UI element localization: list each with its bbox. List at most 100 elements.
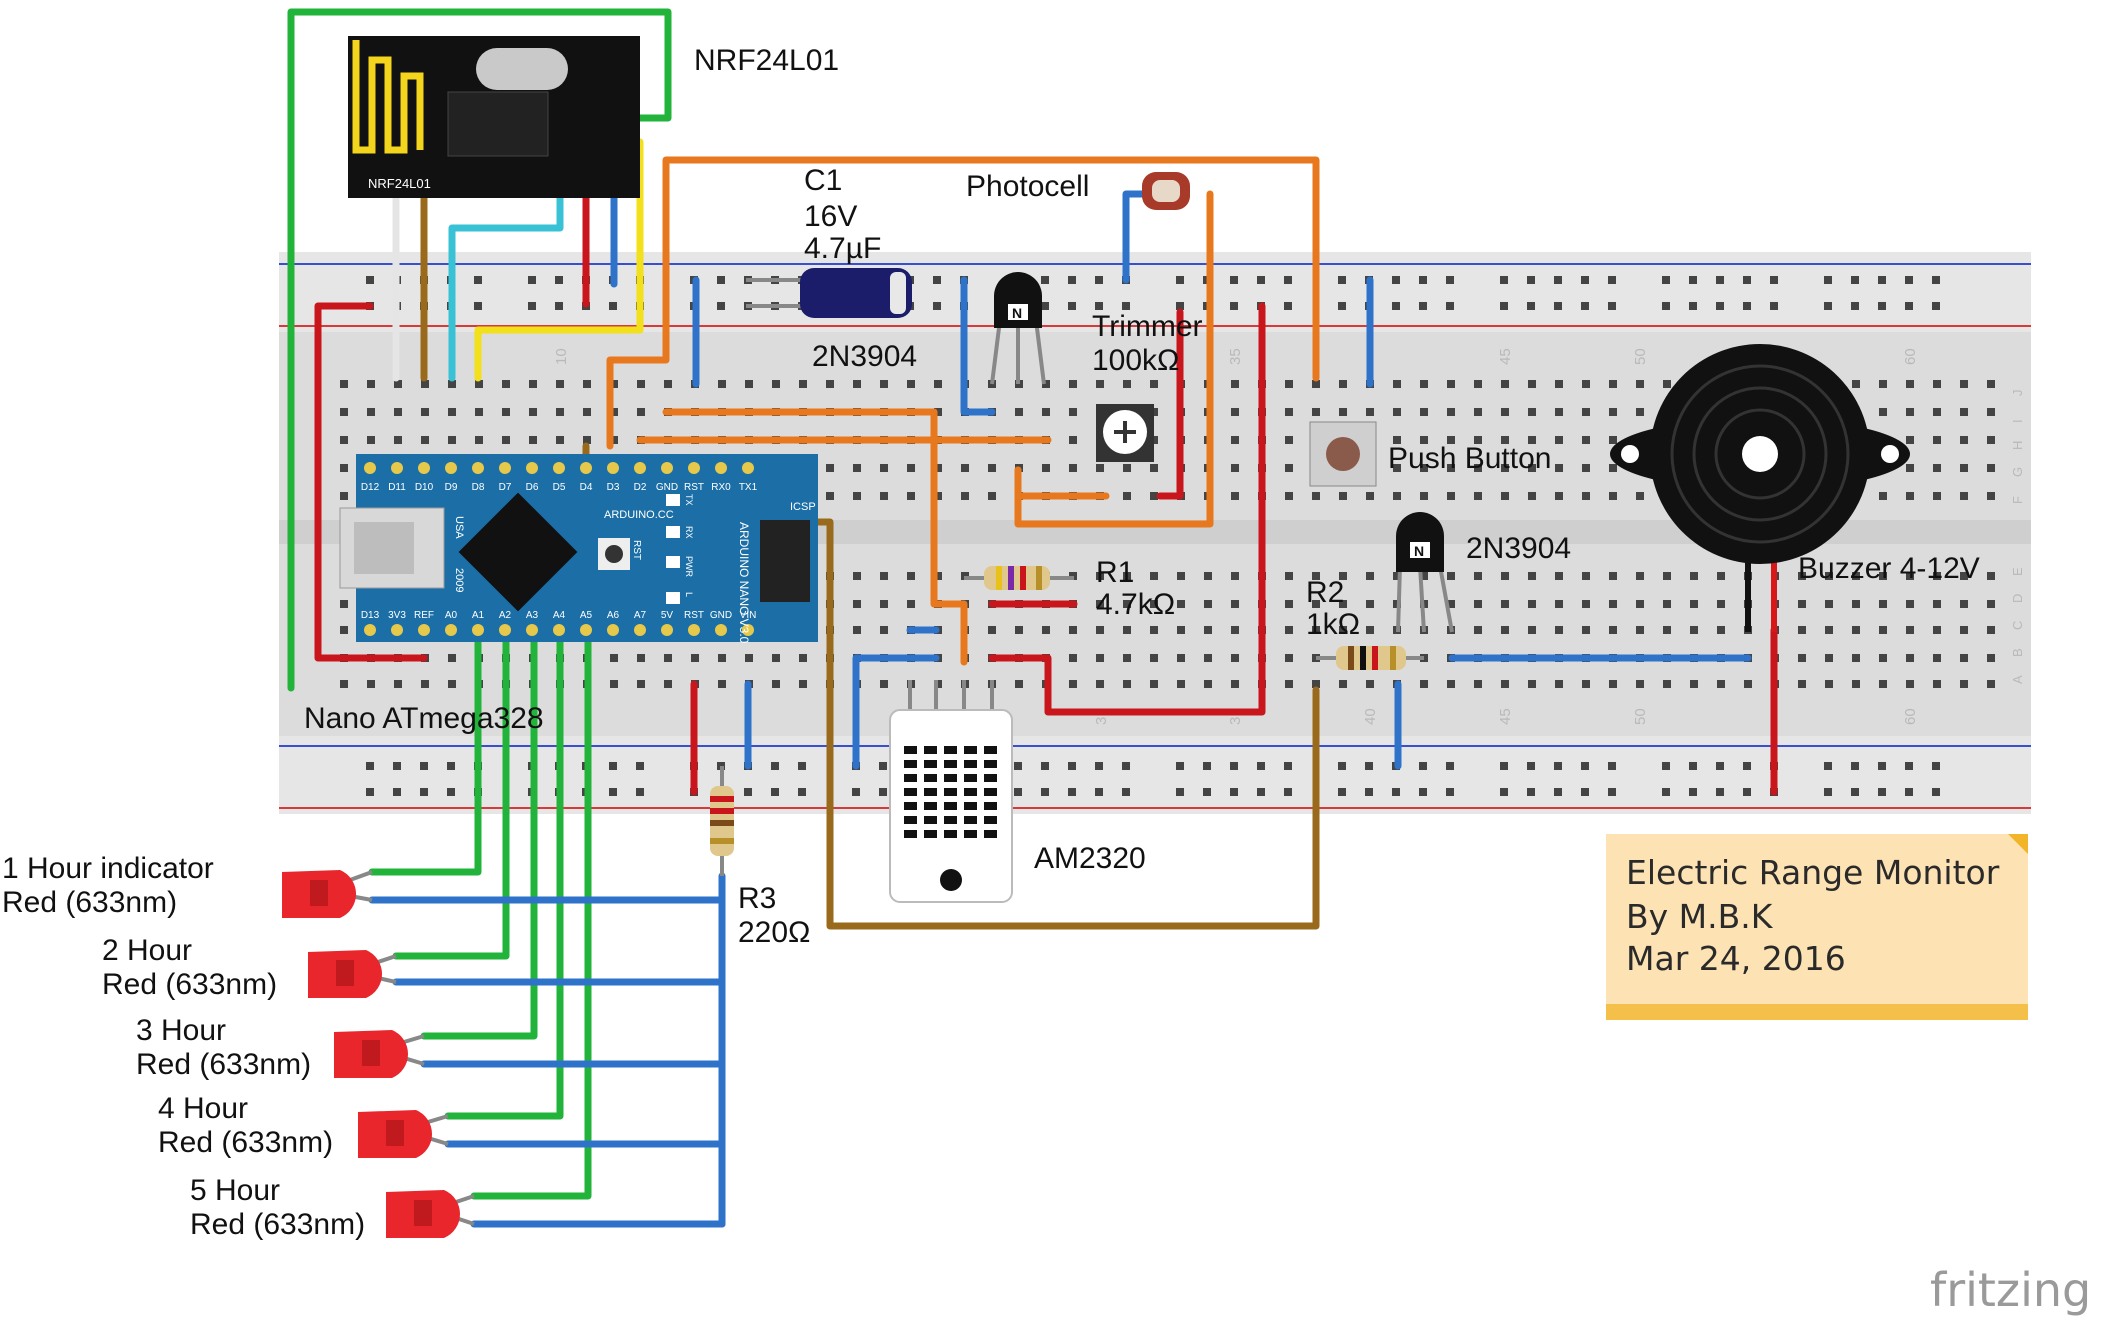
hole [1393, 464, 1401, 472]
hole [934, 380, 942, 388]
hole [1069, 464, 1077, 472]
hole [1419, 276, 1427, 284]
pin-label: GND [656, 482, 678, 493]
fritzing-logo: fritzing [1930, 1263, 2091, 1317]
nrf-chip [447, 91, 549, 157]
photocell-label: Photocell [966, 170, 1089, 203]
hole [1285, 680, 1293, 688]
hole [1501, 572, 1509, 580]
hole [1879, 654, 1887, 662]
hole [1528, 408, 1536, 416]
grille-slot [944, 830, 957, 838]
note-paper [1606, 834, 2028, 1020]
hole [933, 276, 941, 284]
hole [1933, 680, 1941, 688]
hole [1041, 276, 1049, 284]
hole [1231, 654, 1239, 662]
hole [1312, 408, 1320, 416]
hole [1636, 408, 1644, 416]
hole [1933, 600, 1941, 608]
pin-label: A7 [634, 610, 647, 621]
hole [1420, 572, 1428, 580]
hole [1474, 572, 1482, 580]
hole [1338, 788, 1346, 796]
pin-label: A0 [445, 610, 458, 621]
hole [394, 680, 402, 688]
hole [1662, 788, 1670, 796]
transistor-logo [1008, 304, 1028, 320]
hole [1933, 464, 1941, 472]
hole [1852, 380, 1860, 388]
hole [1042, 408, 1050, 416]
hole [1689, 788, 1697, 796]
hole [610, 408, 618, 416]
hole [448, 408, 456, 416]
col-number: 60 [1902, 348, 1919, 365]
pin-hole [688, 462, 700, 474]
hole [1528, 572, 1536, 580]
hole [366, 762, 374, 770]
hole [366, 276, 374, 284]
nano-pin-holes [364, 462, 754, 636]
push-button [1309, 421, 1377, 487]
hole [1554, 302, 1562, 310]
pin-label: D3 [607, 482, 620, 493]
hole [1960, 572, 1968, 580]
hole [421, 380, 429, 388]
hole [1716, 276, 1724, 284]
hole [1609, 680, 1617, 688]
hole [1581, 276, 1589, 284]
hole [1906, 436, 1914, 444]
pin-label: D10 [415, 482, 434, 493]
trimmer [1096, 404, 1154, 462]
hole [1770, 302, 1778, 310]
hole [1501, 600, 1509, 608]
hole [1204, 680, 1212, 688]
pin-hole [472, 624, 484, 636]
sensor-grille [904, 746, 997, 838]
hole [529, 380, 537, 388]
hole [907, 600, 915, 608]
hole [393, 762, 401, 770]
hole [1716, 788, 1724, 796]
pin-hole [661, 624, 673, 636]
hole [1365, 762, 1373, 770]
hole [1230, 276, 1238, 284]
hole [1743, 788, 1751, 796]
hole [1177, 654, 1185, 662]
hole [1312, 492, 1320, 500]
pin-hole [499, 624, 511, 636]
row-letter: G [2010, 467, 2025, 477]
hole [1447, 600, 1455, 608]
hole [799, 380, 807, 388]
hole [664, 654, 672, 662]
hole [1905, 788, 1913, 796]
hole [1096, 464, 1104, 472]
hole [1987, 572, 1995, 580]
r2-ref: R2 [1306, 576, 1344, 609]
hole [637, 380, 645, 388]
hole [1744, 680, 1752, 688]
hole [1905, 276, 1913, 284]
row-letter: D [2010, 594, 2025, 603]
hole [1879, 680, 1887, 688]
hole [1609, 600, 1617, 608]
led5-label: 5 Hour [190, 1174, 280, 1207]
hole [1150, 572, 1158, 580]
hole [853, 600, 861, 608]
pin-hole [688, 624, 700, 636]
trimmer-value: 100kΩ [1092, 344, 1179, 377]
hole [609, 788, 617, 796]
hole [1770, 276, 1778, 284]
r1-value: 4.7kΩ [1096, 588, 1175, 621]
hole [1176, 762, 1184, 770]
hole [1581, 762, 1589, 770]
pin-hole [607, 462, 619, 474]
hole [1177, 600, 1185, 608]
hole [1123, 464, 1131, 472]
hole [1798, 600, 1806, 608]
hole [1824, 276, 1832, 284]
hole [1446, 788, 1454, 796]
hole [1285, 436, 1293, 444]
hole [691, 654, 699, 662]
